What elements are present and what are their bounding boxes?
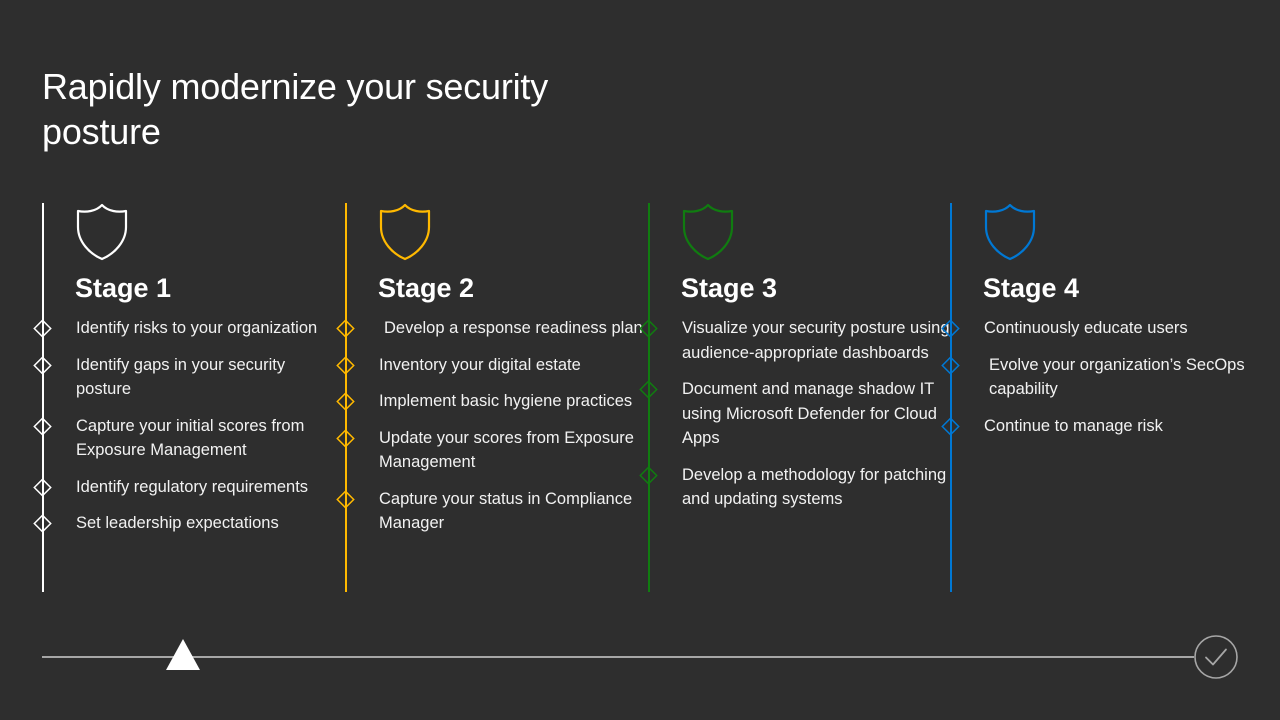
list-item-label: Identify regulatory requirements	[76, 477, 309, 496]
list-item: Evolve your organization’s SecOps capabi…	[940, 353, 1252, 402]
triangle-marker-icon	[163, 637, 203, 671]
diamond-bullet-icon	[32, 477, 52, 497]
diamond-bullet-icon	[940, 319, 960, 338]
list-item: Set leadership expectations	[32, 511, 344, 536]
check-circle-icon	[1193, 634, 1239, 680]
list-item-label: Capture your initial scores from Exposur…	[76, 416, 305, 460]
list-item-label: Identify gaps in your security posture	[76, 355, 286, 399]
stage-rail	[950, 203, 952, 592]
diamond-bullet-icon	[940, 416, 960, 436]
list-item-label: Set leadership expectations	[76, 514, 279, 532]
stage-heading: Stage 2	[378, 273, 475, 303]
diamond-bullet-icon	[940, 355, 960, 375]
list-item: Document and manage shadow IT using Micr…	[638, 377, 950, 451]
stage-column-2: Stage 2 Develop a response readiness plan…	[335, 196, 647, 592]
stage-heading: Stage 3	[681, 273, 778, 303]
list-item-label: Evolve your organization’s SecOps capabi…	[989, 355, 1245, 399]
diamond-bullet-icon	[335, 319, 355, 338]
diamond-bullet-icon	[32, 355, 52, 375]
diamond-bullet-icon	[335, 489, 355, 509]
diamond-bullet-icon	[335, 355, 355, 375]
list-item: Update your scores from Exposure Managem…	[335, 426, 647, 475]
stage-column-3: Stage 3 Visualize your security posture u…	[638, 196, 950, 592]
list-item-label: Document and manage shadow IT using Micr…	[682, 380, 937, 447]
diamond-bullet-icon	[638, 380, 658, 399]
list-item-label: Implement basic hygiene practices	[379, 392, 633, 410]
stage-heading: Stage 1	[75, 273, 172, 303]
list-item: Visualize your security posture using au…	[638, 316, 950, 365]
stage-heading: Stage 4	[983, 273, 1080, 303]
list-item: Develop a response readiness plan	[335, 316, 647, 341]
diamond-bullet-icon	[32, 416, 52, 436]
diamond-bullet-icon	[32, 514, 52, 533]
diamond-bullet-icon	[335, 392, 355, 411]
list-item-label: Continue to manage risk	[984, 416, 1163, 435]
progress-track	[42, 656, 1194, 658]
diamond-bullet-icon	[638, 465, 658, 485]
diamond-bullet-icon	[638, 319, 658, 338]
list-item-label: Capture your status in Compliance Manage…	[379, 489, 633, 533]
list-item: Continuously educate users	[940, 316, 1252, 341]
list-item-label: Develop a methodology for patching and u…	[682, 465, 947, 509]
list-item: Capture your initial scores from Exposur…	[32, 414, 344, 463]
list-item: Capture your status in Compliance Manage…	[335, 487, 647, 536]
list-item: Inventory your digital estate	[335, 353, 647, 378]
shield-icon	[982, 202, 1038, 262]
list-item-label: Inventory your digital estate	[379, 355, 581, 374]
shield-icon	[680, 202, 736, 262]
list-item: Identify gaps in your security posture	[32, 353, 344, 402]
list-item-label: Update your scores from Exposure Managem…	[379, 428, 634, 472]
diamond-bullet-icon	[335, 428, 355, 448]
diamond-bullet-icon	[32, 319, 52, 338]
list-item: Identify regulatory requirements	[32, 475, 344, 500]
list-item-label: Visualize your security posture using au…	[682, 319, 950, 362]
list-item-label: Continuously educate users	[984, 319, 1188, 337]
list-item-label: Identify risks to your organization	[76, 319, 318, 337]
list-item-label: Develop a response readiness plan	[384, 319, 643, 337]
list-item: Continue to manage risk	[940, 414, 1252, 439]
page-title: Rapidly modernize your security posture	[42, 66, 549, 152]
list-item: Identify risks to your organization	[32, 316, 344, 341]
progress-bar	[0, 618, 1280, 698]
stage-rail	[345, 203, 347, 592]
shield-icon	[74, 202, 130, 262]
stage-item-list: Visualize your security posture using au…	[638, 316, 950, 524]
stage-column-1: Stage 1 Identify risks to your organizati…	[32, 196, 344, 592]
list-item: Implement basic hygiene practices	[335, 389, 647, 414]
stage-rail	[42, 203, 44, 592]
list-item: Develop a methodology for patching and u…	[638, 463, 950, 512]
shield-icon	[377, 202, 433, 262]
